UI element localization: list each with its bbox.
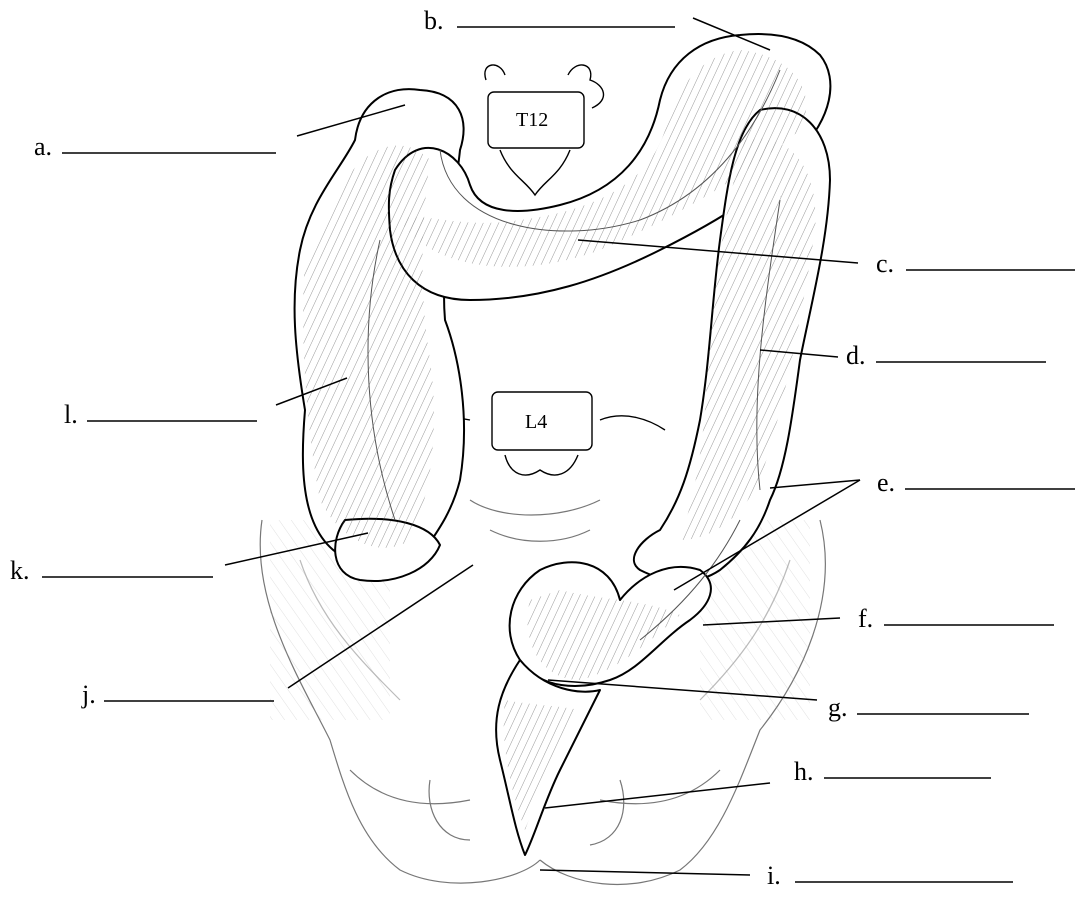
l4-vertebra [430,392,665,475]
label-e: e. [877,470,895,496]
label-f: f. [858,606,873,632]
leader-e1 [770,480,860,488]
label-l: l. [64,402,78,428]
leader-i [540,870,750,875]
t12-label: T12 [516,110,548,130]
label-b: b. [424,8,444,34]
label-g: g. [828,695,848,721]
label-h: h. [794,759,814,785]
label-c: c. [876,251,894,277]
label-d: d. [846,343,866,369]
label-j: j. [82,682,96,708]
label-i: i. [767,863,781,889]
label-k: k. [10,558,30,584]
l4-label: L4 [525,412,547,432]
leader-h [545,783,770,808]
label-a: a. [34,134,52,160]
